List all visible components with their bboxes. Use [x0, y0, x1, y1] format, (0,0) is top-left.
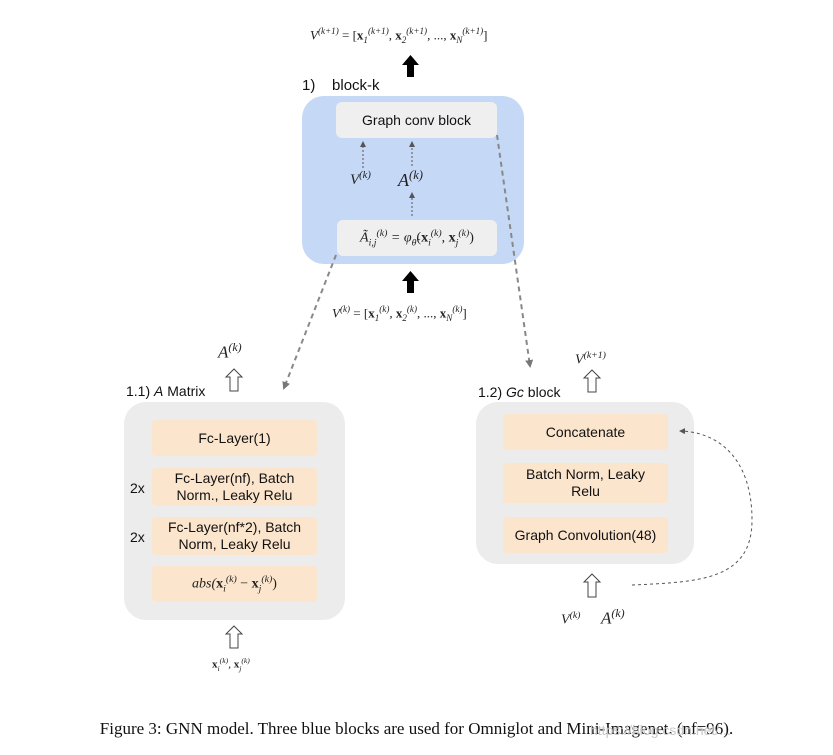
skip-connection-arrow: [631, 428, 753, 586]
block-input-formula: V(k) = [x1(k), x2(k), ..., xN(k)]: [332, 304, 467, 323]
graph-conv-label: Graph conv block: [362, 112, 471, 128]
gc-layer-graph-conv: Graph Convolution(48): [503, 517, 668, 553]
gc-block-input-arrow: [582, 573, 602, 598]
a-matrix-layer-fc-nf2: Fc-Layer(nf*2), Batch Norm, Leaky Relu: [152, 517, 317, 555]
gc-block-output-arrow: [582, 369, 602, 393]
gc-layer-concatenate: Concatenate: [503, 414, 668, 450]
block-input-arrow: [402, 271, 419, 293]
block-k-a-label: A(k): [398, 168, 423, 190]
block-k-v-label: V(k): [350, 170, 371, 188]
a-matrix-output-arrow: [224, 368, 244, 392]
block-k-number: 1): [302, 77, 316, 94]
a-matrix-repeat-1: 2x: [130, 480, 145, 496]
graphconv-to-gc-block-arrow: [496, 134, 534, 368]
adjacency-to-a-matrix-arrow: [282, 254, 337, 390]
a-matrix-output-label: A(k): [218, 340, 242, 362]
a-matrix-layer-fc1: Fc-Layer(1): [152, 420, 317, 456]
a-matrix-input-arrow: [224, 625, 244, 649]
block-output-formula: V(k+1) = [x1(k+1), x2(k+1), ..., xN(k+1)…: [310, 26, 488, 45]
gc-block-output-label: V(k+1): [575, 350, 606, 368]
adjacency-formula: Ãi,j(k) = φθ̃(xi(k), xj(k)): [360, 227, 474, 249]
a-matrix-abs-layer: abs(xi(k) − xj(k)): [152, 566, 317, 602]
block-output-arrow: [402, 55, 419, 77]
gc-block-input-a: A(k): [601, 606, 625, 628]
gc-block-title: 1.2) Gc block: [478, 384, 561, 400]
gc-layer-batchnorm: Batch Norm, Leaky Relu: [503, 463, 668, 503]
a-matrix-repeat-2: 2x: [130, 529, 145, 545]
watermark: https://blog.csdn.net/...: [590, 722, 731, 738]
gc-block-input-v: V(k): [561, 610, 581, 628]
block-k-title: 1) block-k: [302, 77, 380, 94]
block-k-name: block-k: [332, 77, 380, 94]
a-matrix-layer-fc-nf: Fc-Layer(nf), Batch Norm., Leaky Relu: [152, 468, 317, 506]
a-matrix-title: 1.1) A Matrix: [126, 383, 206, 399]
figure-caption: Figure 3: GNN model. Three blue blocks a…: [99, 719, 734, 738]
a-matrix-input-label: xi(k), xj(k): [212, 656, 250, 673]
graph-conv-block: Graph conv block: [336, 102, 497, 138]
adjacency-formula-box: Ãi,j(k) = φθ̃(xi(k), xj(k)): [337, 220, 497, 256]
